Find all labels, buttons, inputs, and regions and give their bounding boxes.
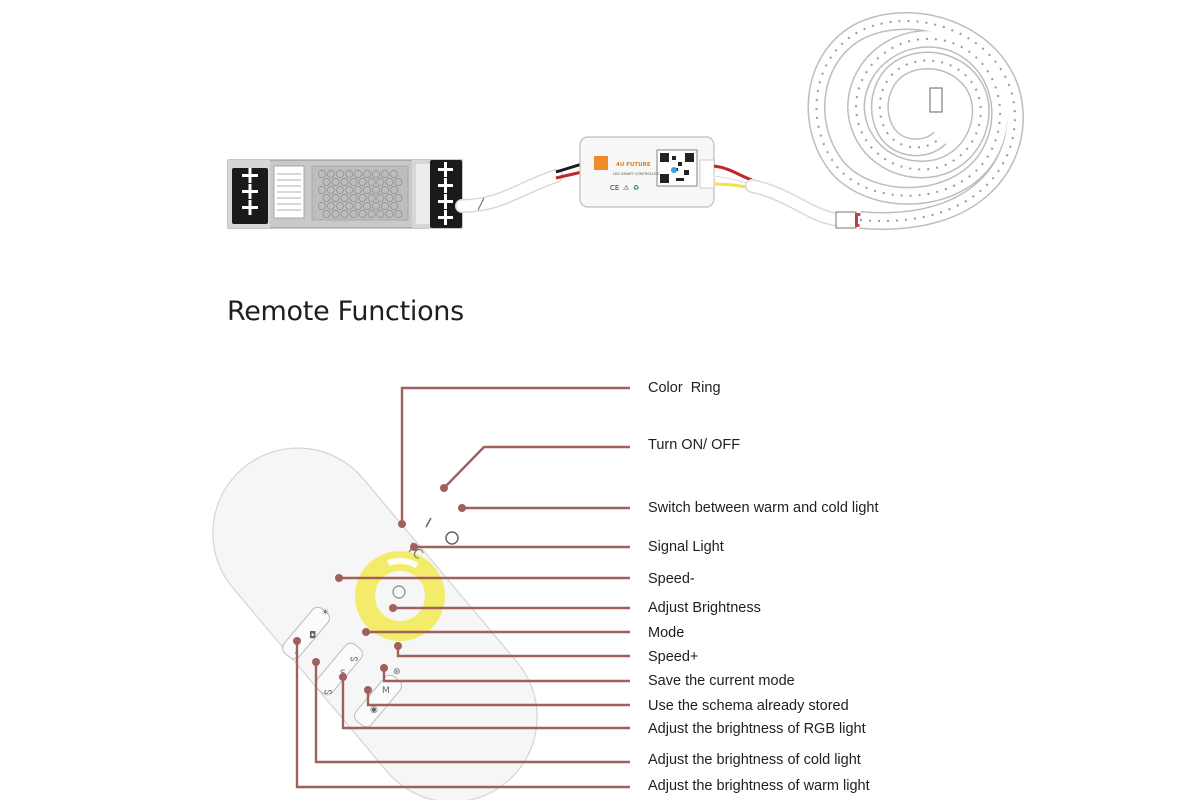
power-supply	[227, 159, 463, 229]
off-icon[interactable]	[445, 531, 459, 545]
controller-brand: 4U FUTURE	[616, 162, 651, 168]
smart-controller: 4U FUTURE LED SMART CONTROLLER CE ⚠ ♻	[579, 136, 715, 208]
svg-text:⚠: ⚠	[623, 184, 630, 192]
on-icon[interactable]	[425, 517, 432, 528]
callout-rgb-brightness: Adjust the brightness of RGB light	[648, 721, 866, 737]
callout-stored-schema: Use the schema already stored	[648, 698, 849, 714]
callout-cold-brightness: Adjust the brightness of cold light	[648, 752, 861, 768]
svg-text:☀: ☀	[321, 608, 329, 618]
section-title: Remote Functions	[227, 296, 464, 327]
svg-text:ᔕ: ᔕ	[350, 654, 358, 664]
callout-warm-brightness: Adjust the brightness of warm light	[648, 778, 870, 794]
power-cable	[455, 162, 583, 213]
leader-lines	[295, 386, 630, 789]
callout-color-ring: Color Ring	[648, 380, 721, 396]
svg-text:⊛: ⊛	[393, 667, 401, 677]
callout-signal-light: Signal Light	[648, 539, 724, 555]
svg-text:◉: ◉	[370, 705, 378, 715]
controller-subtitle: LED SMART CONTROLLER	[613, 172, 659, 176]
svg-text:CE: CE	[610, 184, 619, 192]
svg-text:♻: ♻	[633, 184, 639, 192]
mode-center-button[interactable]	[392, 585, 406, 599]
svg-text:◘: ◘	[309, 631, 316, 641]
output-cable	[713, 164, 869, 229]
leader-dots	[293, 484, 466, 694]
callout-adjust-brightness: Adjust Brightness	[648, 600, 761, 616]
warm-brightness-button[interactable]	[280, 604, 333, 661]
callout-speed-minus: Speed-	[648, 571, 695, 587]
led-strip-coil	[807, 12, 1024, 230]
callout-warm-cold-switch: Switch between warm and cold light	[648, 500, 879, 516]
svg-text:ᔕ: ᔕ	[324, 687, 332, 697]
svg-text:M: M	[382, 686, 390, 696]
callout-mode: Mode	[648, 625, 685, 641]
callout-save-mode: Save the current mode	[648, 673, 795, 689]
svg-text:·: ·	[294, 649, 297, 659]
rgb-brightness-button[interactable]	[352, 672, 405, 729]
callout-turn-on-off: Turn ON/ OFF	[648, 437, 741, 453]
callout-speed-plus: Speed+	[648, 649, 699, 665]
